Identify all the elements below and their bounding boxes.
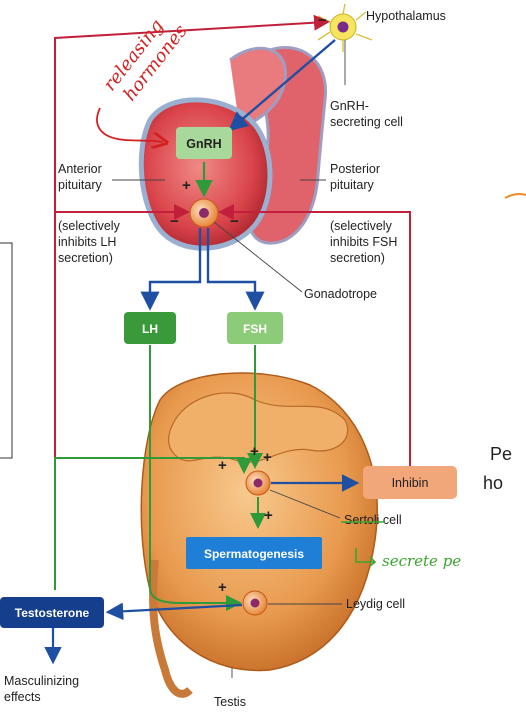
testosterone-sertoli-arrow <box>54 457 252 590</box>
plus-gnrh: + <box>182 177 191 194</box>
testosterone-box-label: Testosterone <box>15 606 90 620</box>
minus-hypothalamus: − <box>318 12 327 29</box>
sertoli-cell <box>245 470 271 496</box>
testis-label: Testis <box>214 695 246 709</box>
testis-organ <box>140 372 378 698</box>
selective-fsh-1: (selectively <box>330 219 393 233</box>
plus-testosterone-sertoli: + <box>218 457 227 474</box>
lh-secretion-arrow <box>140 228 202 311</box>
masculinizing-label-1: Masculinizing <box>4 674 79 688</box>
lh-stimulation-arrow <box>149 345 242 611</box>
selective-fsh-3: secretion) <box>330 251 385 265</box>
lh-box: LH <box>124 312 176 344</box>
spermatogenesis-box-label: Spermatogenesis <box>204 547 304 561</box>
sertoli-leader <box>269 489 341 519</box>
selective-lh-1: (selectively <box>58 219 121 233</box>
leydig-label: Leydig cell <box>346 597 405 611</box>
gonadotrope-label: Gonadotrope <box>304 287 377 301</box>
inhibin-box: Inhibin <box>363 466 457 499</box>
side-text-1: Pe <box>490 444 512 464</box>
fsh-box: FSH <box>227 312 283 344</box>
leydig-cell <box>242 590 268 616</box>
handwritten-arrow-to-gnrh <box>96 107 163 142</box>
side-text-2: ho <box>483 473 503 493</box>
hypothalamus-label: Hypothalamus <box>366 9 446 23</box>
gnrh-release-arrow <box>228 39 336 132</box>
posterior-label-2: pituitary <box>330 178 375 192</box>
spermatogenesis-box: Spermatogenesis <box>186 537 322 569</box>
masculinizing-label-2: effects <box>4 690 41 704</box>
selective-lh-3: secretion) <box>58 251 113 265</box>
posterior-label-1: Posterior <box>330 162 380 176</box>
gnrh-box-label: GnRH <box>186 137 221 151</box>
testosterone-feedback-hypothalamus-arrow <box>54 14 330 590</box>
testosterone-secretion-arrow <box>105 602 243 621</box>
fsh-box-label: FSH <box>243 322 267 336</box>
handwriting-secrete: secrete pe <box>382 552 461 570</box>
sertoli-label: Sertoli cell <box>344 513 402 527</box>
inhibin-feedback-arrow <box>218 204 411 468</box>
gnrh-box: GnRH <box>176 127 232 159</box>
gnrh-cell-label-1: GnRH- <box>330 99 369 113</box>
gnrh-cell-label-2: secreting cell <box>330 115 403 129</box>
anterior-label-2: pituitary <box>58 178 103 192</box>
cropped-box-left <box>0 242 13 459</box>
fsh-secretion-arrow <box>206 228 265 311</box>
minus-testosterone-pituitary: − <box>170 213 179 230</box>
gonadotrope-leader <box>213 221 303 293</box>
testosterone-box: Testosterone <box>0 597 104 628</box>
inhibin-box-label: Inhibin <box>392 476 429 490</box>
gonadotrope-cell <box>189 198 219 228</box>
plus-lh-leydig: + <box>218 579 227 596</box>
anterior-label-1: Anterior <box>58 162 102 176</box>
plus-fsh-sertoli-2: + <box>263 449 272 466</box>
orange-mark <box>504 193 526 199</box>
plus-fsh-sertoli-1: + <box>250 443 259 460</box>
plus-spermatogenesis: + <box>264 507 273 524</box>
handwritten-secrete: secrete pe <box>355 548 461 570</box>
selective-fsh-2: inhibits FSH <box>330 235 397 249</box>
selective-lh-2: inhibits LH <box>58 235 116 249</box>
lh-box-label: LH <box>142 322 158 336</box>
minus-inhibin-pituitary: − <box>230 213 239 230</box>
